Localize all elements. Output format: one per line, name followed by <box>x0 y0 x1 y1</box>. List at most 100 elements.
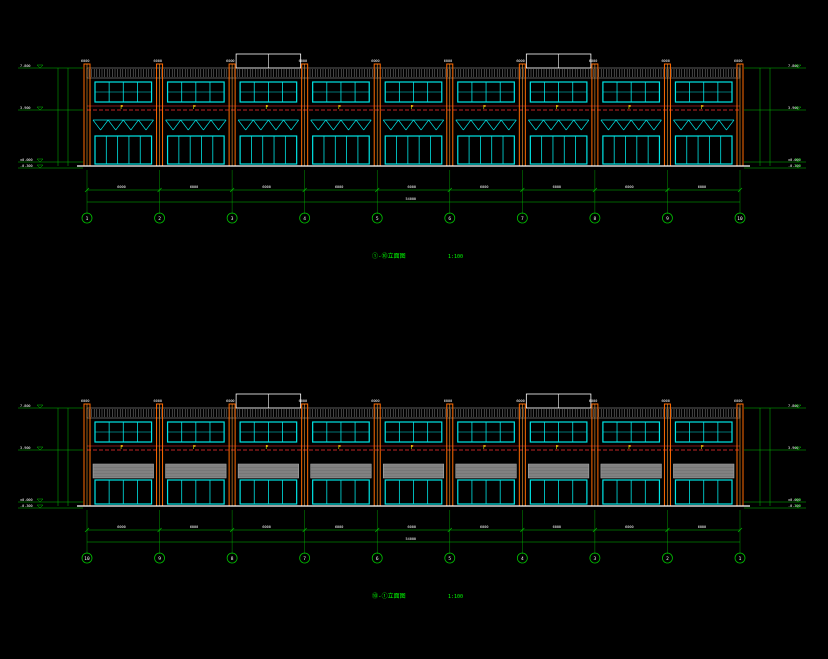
brace-diag <box>138 119 147 131</box>
axis-label: 5 <box>448 556 451 562</box>
level-label-right: ±0.000 <box>788 158 801 162</box>
axis-bubble <box>734 212 746 224</box>
level-label-left: 7.800 <box>20 64 31 68</box>
level-marker-left <box>36 158 44 163</box>
level-label-right: -0.300 <box>788 164 801 168</box>
brace-diag <box>252 119 262 131</box>
axis-bubble <box>371 552 383 564</box>
level-label-left: ±0.000 <box>20 158 33 162</box>
axis-label: 5 <box>376 216 379 222</box>
level-marker-right <box>794 446 802 451</box>
brace-diag <box>405 119 414 131</box>
column-cap-dim: 6000 <box>226 59 234 63</box>
dim-tick <box>520 187 525 193</box>
brace-diag <box>290 119 299 131</box>
dim-tick <box>592 187 598 193</box>
brace-diag <box>413 119 422 131</box>
storefront-door <box>166 135 225 165</box>
column-cap-dim: 6000 <box>226 399 234 403</box>
level-marker-right <box>794 498 802 503</box>
brace-diag <box>260 119 269 131</box>
axis-bubble <box>226 552 238 564</box>
bay-dimension-label: 6000 <box>698 525 706 529</box>
brace-diag <box>623 119 632 131</box>
brace-diag <box>218 119 227 131</box>
brace-diag <box>283 119 292 131</box>
storefront-door <box>674 135 733 165</box>
axis-bubble <box>444 212 456 224</box>
brace-diag <box>428 119 437 131</box>
brace-diag <box>600 119 609 131</box>
level-marker-right <box>794 404 802 409</box>
brace-diag <box>115 119 124 131</box>
floor-label: F <box>120 105 123 111</box>
brace-diag <box>275 119 284 131</box>
level-label-left: 7.800 <box>20 404 31 408</box>
awning <box>455 463 517 479</box>
axis-label: 8 <box>231 556 234 562</box>
column-cap-dim: 6000 <box>589 59 597 63</box>
bay: F <box>528 421 590 505</box>
bay-dimension-label: 6000 <box>553 185 561 189</box>
bay-dimension-label: 6000 <box>480 185 488 189</box>
floor-label: F <box>628 105 631 111</box>
level-label-right: -0.300 <box>788 504 801 508</box>
axis-label: 3 <box>594 556 597 562</box>
elevation-title-upper: ①-⑩立面图 <box>372 252 406 260</box>
level-label-right: 3.900 <box>788 106 799 110</box>
storefront-door <box>529 135 588 165</box>
brace-diag <box>237 119 246 131</box>
bay-dimension-label: 6000 <box>625 525 633 529</box>
level-marker-right <box>794 158 802 163</box>
axis-label: 3 <box>231 216 234 222</box>
dim-tick <box>447 187 452 193</box>
level-marker-left <box>36 164 44 169</box>
dim-tick <box>302 527 307 533</box>
storefront-door <box>384 135 443 165</box>
level-marker-right <box>794 64 802 69</box>
floor-label: F <box>411 105 414 111</box>
column-cap-dim: 6000 <box>299 59 307 63</box>
axis-label: 7 <box>303 556 306 562</box>
dim-tick <box>665 187 670 193</box>
storefront-door <box>457 135 515 165</box>
brace-diag <box>355 119 364 131</box>
bay-dimension-label: 6000 <box>553 525 561 529</box>
bay-dimension-label: 6000 <box>335 185 343 189</box>
column-cap-dim: 6000 <box>371 399 379 403</box>
axis-bubble <box>226 212 238 224</box>
brace-diag <box>92 119 101 131</box>
bay: F <box>528 81 590 165</box>
brace-diag <box>470 119 479 131</box>
brace-diag <box>608 119 617 131</box>
floor-label: F <box>120 445 123 451</box>
storefront-door <box>94 135 153 165</box>
column-cap-dim: 6000 <box>444 399 452 403</box>
brace-diag <box>558 119 567 131</box>
column-cap-dim: 6000 <box>154 399 162 403</box>
axis-bubble <box>154 212 165 224</box>
level-marker-right <box>794 164 802 169</box>
brace-diag <box>630 119 640 131</box>
axis-label: 10 <box>737 216 743 222</box>
brace-diag <box>107 119 116 131</box>
axis-bubble <box>81 212 93 224</box>
brace-diag <box>528 119 537 131</box>
bay: F <box>600 421 662 505</box>
brace-diag <box>653 119 662 131</box>
floor-label: F <box>265 445 268 451</box>
bay-dimension-label: 6000 <box>117 525 125 529</box>
brace-diag <box>172 119 181 131</box>
total-dimension-label: 54000 <box>406 197 417 201</box>
brace-diag <box>348 119 357 131</box>
axis-bubble <box>299 552 311 564</box>
level-label-left: -0.300 <box>20 504 33 508</box>
bay-dimension-label: 6000 <box>190 185 198 189</box>
level-marker-left <box>36 64 44 69</box>
level-label-right: 7.800 <box>788 64 799 68</box>
bay: F <box>382 421 445 505</box>
axis-bubble <box>589 552 601 564</box>
brace-diag <box>535 119 544 131</box>
brace-diag <box>581 119 590 131</box>
